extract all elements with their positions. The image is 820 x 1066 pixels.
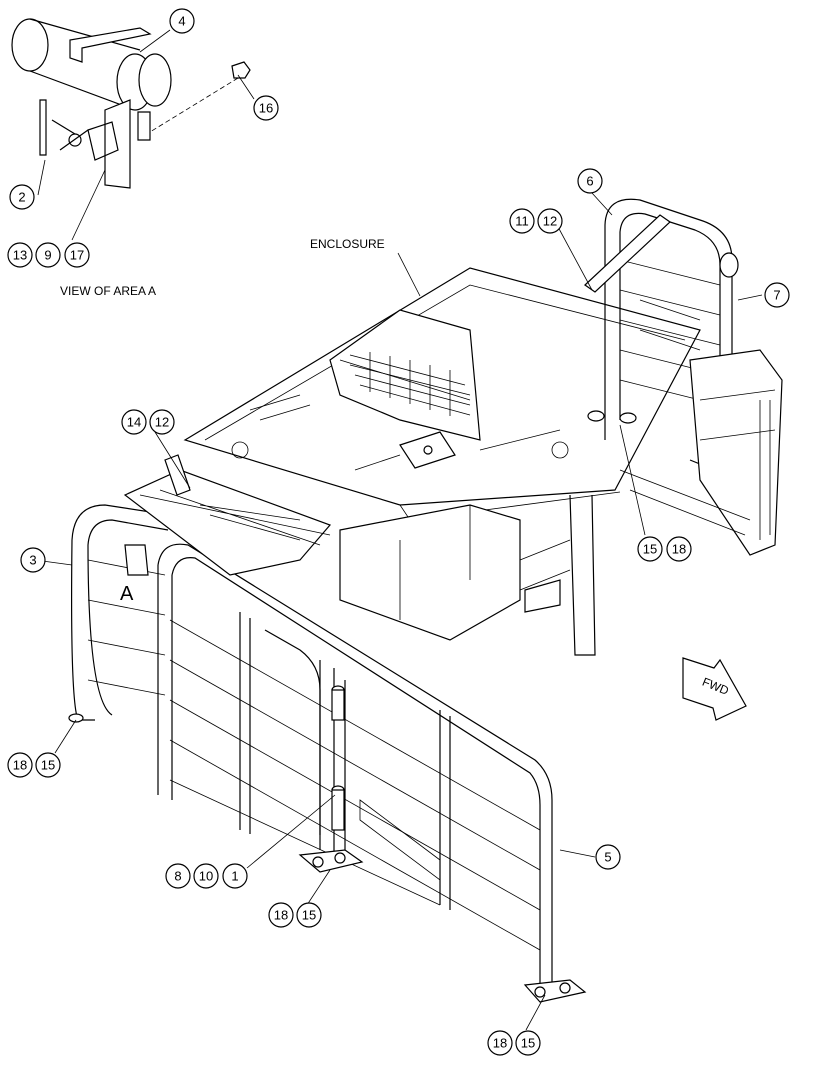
svg-text:8: 8 bbox=[174, 869, 181, 884]
fwd-arrow: FWD bbox=[682, 657, 747, 721]
callout-5: 5 bbox=[595, 844, 621, 870]
svg-text:18: 18 bbox=[672, 542, 686, 557]
svg-text:9: 9 bbox=[44, 248, 51, 263]
svg-text:15: 15 bbox=[302, 908, 316, 923]
svg-text:13: 13 bbox=[13, 248, 27, 263]
svg-text:14: 14 bbox=[127, 415, 141, 430]
front-left-guardrail bbox=[68, 504, 171, 723]
svg-text:12: 12 bbox=[155, 415, 169, 430]
svg-text:18: 18 bbox=[13, 758, 27, 773]
left-walkway bbox=[123, 454, 332, 576]
area-a-marker: A bbox=[120, 583, 134, 605]
callout-18: 18 bbox=[666, 536, 692, 562]
svg-text:12: 12 bbox=[543, 214, 557, 229]
callout-1: 1 bbox=[222, 863, 248, 889]
area-a-detail-view bbox=[11, 18, 251, 189]
right-guardrail bbox=[584, 198, 783, 556]
svg-text:6: 6 bbox=[586, 174, 593, 189]
svg-text:15: 15 bbox=[643, 542, 657, 557]
callout-18d: 18 bbox=[487, 1030, 513, 1056]
svg-text:5: 5 bbox=[604, 850, 611, 865]
svg-text:17: 17 bbox=[70, 248, 84, 263]
callouts: 4 16 2 13 9 17 6 bbox=[7, 8, 790, 1056]
callout-17: 17 bbox=[64, 242, 90, 268]
callout-12: 12 bbox=[537, 208, 563, 234]
svg-text:18: 18 bbox=[274, 908, 288, 923]
svg-text:2: 2 bbox=[18, 190, 25, 205]
callout-15: 15 bbox=[637, 536, 663, 562]
svg-text:1: 1 bbox=[231, 869, 238, 884]
svg-text:15: 15 bbox=[41, 758, 55, 773]
callout-15c: 15 bbox=[296, 902, 322, 928]
callout-15d: 15 bbox=[515, 1030, 541, 1056]
callout-4: 4 bbox=[169, 8, 195, 34]
front-long-guardrail bbox=[157, 543, 587, 1003]
svg-text:11: 11 bbox=[515, 214, 529, 229]
callout-6: 6 bbox=[577, 168, 603, 194]
callout-8: 8 bbox=[165, 863, 191, 889]
callout-7: 7 bbox=[764, 282, 790, 308]
svg-text:7: 7 bbox=[773, 288, 780, 303]
callout-13: 13 bbox=[7, 242, 33, 268]
enclosure-deck bbox=[183, 267, 701, 656]
callout-18c: 18 bbox=[268, 902, 294, 928]
enclosure-label: ENCLOSURE bbox=[310, 237, 385, 251]
callout-3: 3 bbox=[20, 547, 46, 573]
callout-2: 2 bbox=[9, 184, 35, 210]
callout-14: 14 bbox=[121, 409, 147, 435]
svg-text:10: 10 bbox=[199, 869, 213, 884]
svg-text:18: 18 bbox=[493, 1036, 507, 1051]
callout-16: 16 bbox=[253, 95, 279, 121]
svg-text:15: 15 bbox=[521, 1036, 535, 1051]
view-of-area-a-label: VIEW OF AREA A bbox=[60, 284, 156, 298]
svg-text:4: 4 bbox=[178, 14, 185, 29]
callout-10: 10 bbox=[193, 863, 219, 889]
callout-9: 9 bbox=[35, 242, 61, 268]
callout-15b: 15 bbox=[35, 752, 61, 778]
svg-text:3: 3 bbox=[29, 553, 36, 568]
svg-text:16: 16 bbox=[259, 101, 273, 116]
hood-vent-grid bbox=[349, 352, 471, 416]
callout-11: 11 bbox=[509, 208, 535, 234]
callout-18b: 18 bbox=[7, 752, 33, 778]
callout-12b: 12 bbox=[149, 409, 175, 435]
